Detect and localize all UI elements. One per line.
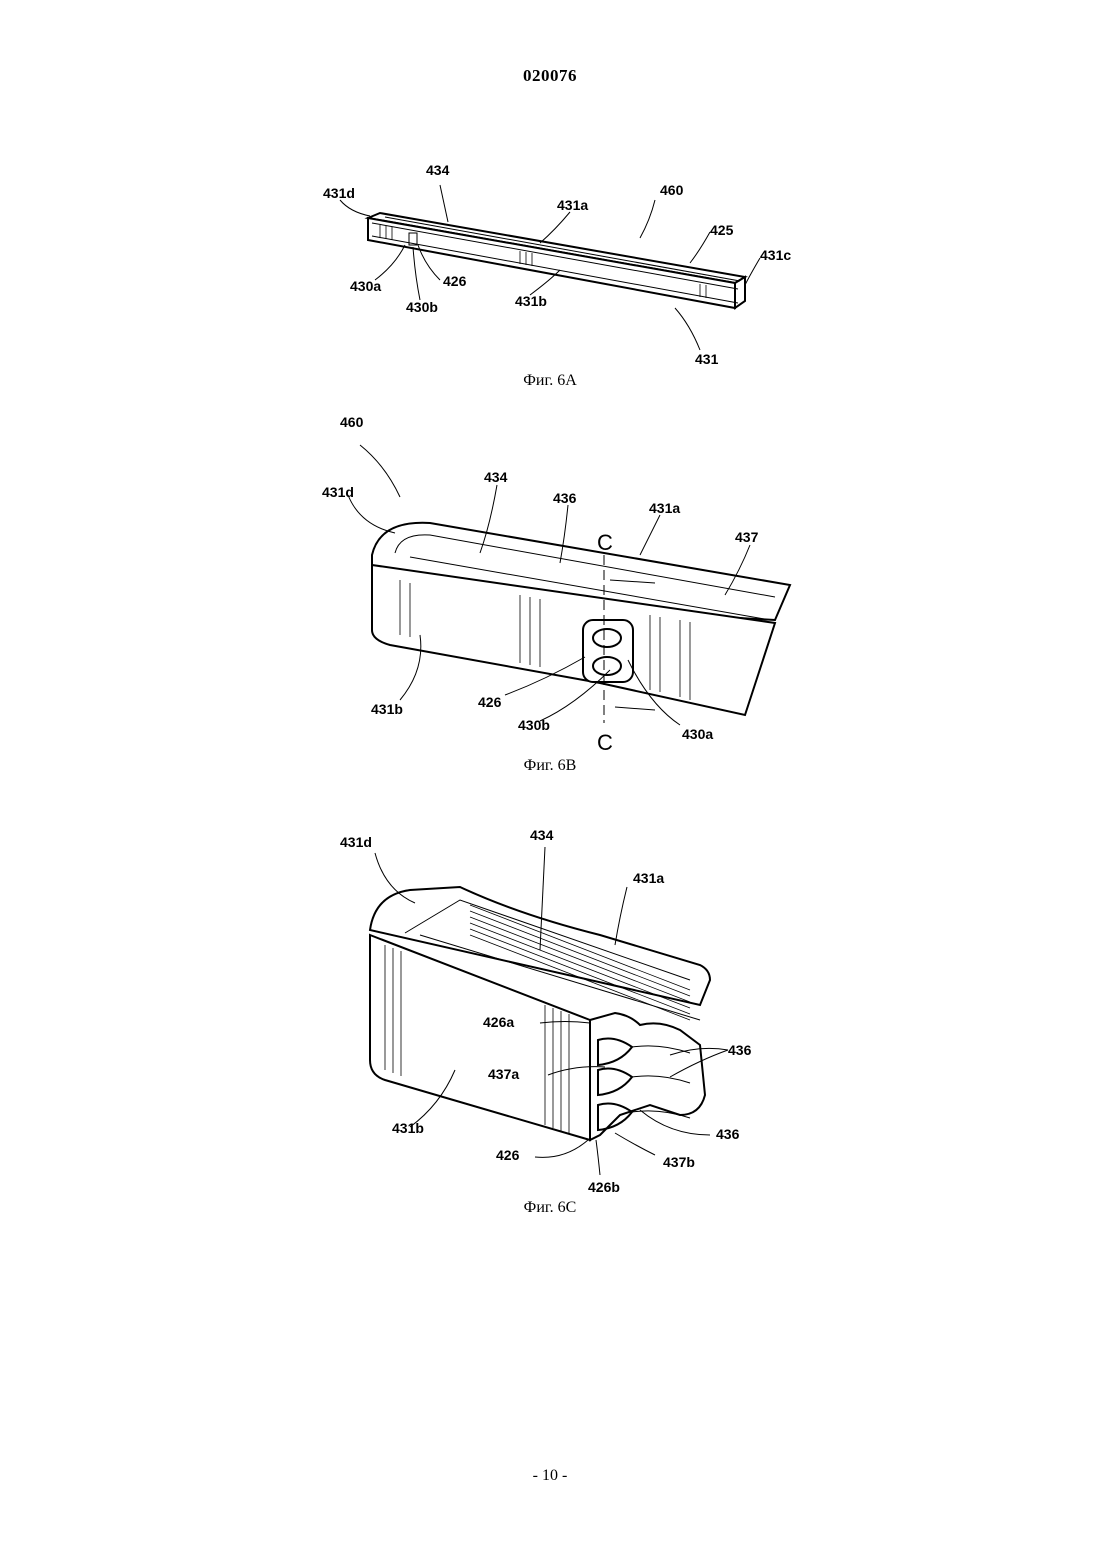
figure-6a-drawing: 434 431d 431a 460 425 431c 430a 430b 426… — [0, 150, 1100, 400]
figure-6b: 460 431d 434 436 431a 437 C C 426 431b 4… — [0, 405, 1100, 785]
label-430a: 430a — [350, 278, 381, 294]
label-437b: 437b — [663, 1154, 695, 1170]
label-431: 431 — [695, 351, 719, 367]
caption-fig-6c: Фиг. 6C — [0, 1199, 1100, 1217]
label-434: 434 — [530, 827, 554, 843]
label-437: 437 — [735, 529, 759, 545]
label-434: 434 — [484, 469, 508, 485]
label-431a: 431a — [633, 870, 664, 886]
label-431c: 431c — [760, 247, 791, 263]
label-431b: 431b — [515, 293, 547, 309]
label-460: 460 — [660, 182, 684, 198]
label-c-bottom: C — [597, 730, 613, 755]
document-number: 020076 — [0, 66, 1100, 86]
label-431d: 431d — [340, 834, 372, 850]
label-431a: 431a — [649, 500, 680, 516]
figure-6a: 434 431d 431a 460 425 431c 430a 430b 426… — [0, 150, 1100, 400]
label-436: 436 — [728, 1042, 752, 1058]
label-431d: 431d — [322, 484, 354, 500]
label-430a: 430a — [682, 726, 713, 742]
label-426: 426 — [496, 1147, 520, 1163]
label-431d: 431d — [323, 185, 355, 201]
caption-fig-6a: Фиг. 6A — [0, 372, 1100, 390]
caption-fig-6b: Фиг. 6B — [0, 757, 1100, 775]
label-436-b: 436 — [716, 1126, 740, 1142]
label-430b: 430b — [518, 717, 550, 733]
label-430b: 430b — [406, 299, 438, 315]
label-436: 436 — [553, 490, 577, 506]
label-426b: 426b — [588, 1179, 620, 1195]
label-434: 434 — [426, 162, 450, 178]
label-425: 425 — [710, 222, 734, 238]
figure-6b-drawing: 460 431d 434 436 431a 437 C C 426 431b 4… — [0, 405, 1100, 785]
label-431a: 431a — [557, 197, 588, 213]
page-number: - 10 - — [0, 1467, 1100, 1485]
label-460: 460 — [340, 414, 364, 430]
label-431b: 431b — [371, 701, 403, 717]
label-431b: 431b — [392, 1120, 424, 1136]
figure-6c-drawing: 431d 434 431a 426a 436 437a 431b 436 426… — [0, 815, 1100, 1225]
label-426a: 426a — [483, 1014, 514, 1030]
label-437a: 437a — [488, 1066, 519, 1082]
label-426: 426 — [443, 273, 467, 289]
figure-6c: 431d 434 431a 426a 436 437a 431b 436 426… — [0, 815, 1100, 1225]
label-c-top: C — [597, 530, 613, 555]
label-426: 426 — [478, 694, 502, 710]
